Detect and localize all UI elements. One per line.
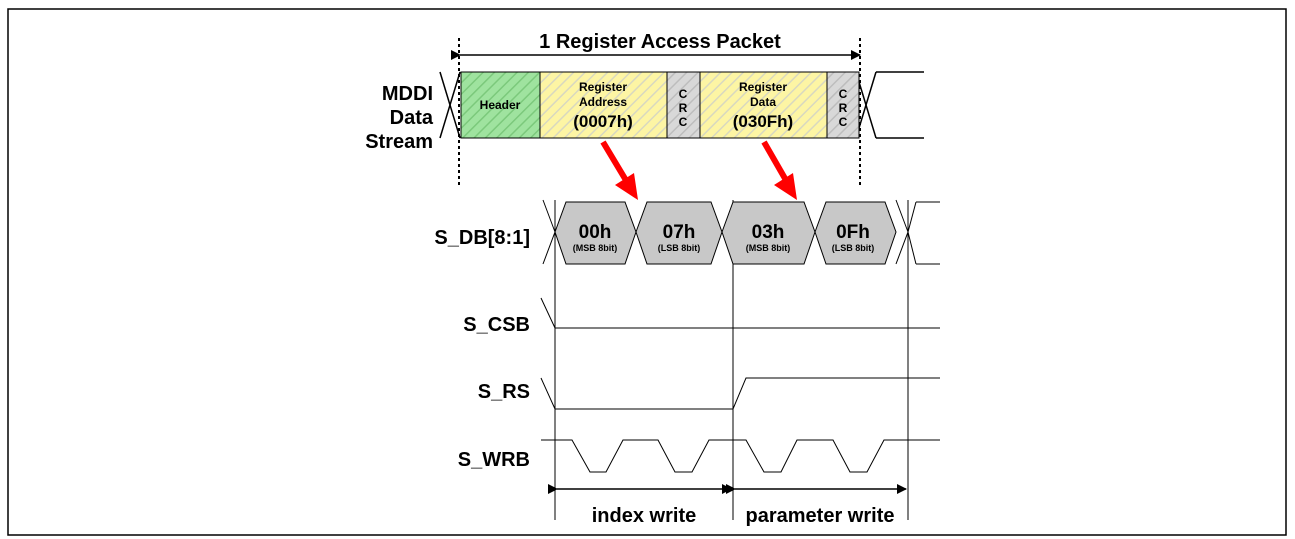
segment-header-label: Header bbox=[480, 98, 521, 112]
byte-07h-value: 07h bbox=[663, 222, 696, 243]
signal-label-rs: S_RS bbox=[478, 381, 530, 403]
wrb-waveform bbox=[541, 439, 940, 473]
segment-crc-2 bbox=[826, 71, 860, 139]
reg-data-line1: Register bbox=[739, 80, 787, 94]
byte-03h: 03h (MSB 8bit) bbox=[721, 201, 816, 265]
reg-address-line1: Register bbox=[579, 80, 627, 94]
db-bus-edges bbox=[542, 199, 940, 265]
byte-0fh-value: 0Fh bbox=[836, 222, 870, 243]
crc1-c: C bbox=[679, 87, 688, 101]
crc2-c2: C bbox=[839, 115, 848, 129]
csb-waveform bbox=[540, 297, 940, 329]
rs-waveform bbox=[540, 377, 940, 410]
stream-label-line1: MDDI bbox=[382, 83, 433, 105]
crc2-r: R bbox=[839, 101, 848, 115]
reg-address-value: (0007h) bbox=[573, 112, 633, 131]
byte-0fh-sub: (LSB 8bit) bbox=[832, 243, 875, 253]
reg-data-line2: Data bbox=[750, 95, 776, 109]
byte-00h: 00h (MSB 8bit) bbox=[554, 201, 637, 265]
signal-label-db: S_DB[8:1] bbox=[434, 227, 530, 249]
signal-label-wrb: S_WRB bbox=[458, 449, 530, 471]
packet-title: 1 Register Access Packet bbox=[539, 31, 781, 53]
byte-0fh: 0Fh (LSB 8bit) bbox=[814, 201, 897, 265]
segment-register-data bbox=[699, 71, 828, 139]
byte-07h-sub: (LSB 8bit) bbox=[658, 243, 701, 253]
reg-data-value: (030Fh) bbox=[733, 112, 793, 131]
crc1-r: R bbox=[679, 101, 688, 115]
byte-03h-sub: (MSB 8bit) bbox=[746, 243, 791, 253]
red-arrow-data bbox=[761, 140, 797, 200]
byte-00h-value: 00h bbox=[579, 222, 612, 243]
phase-index-write: index write bbox=[592, 505, 696, 527]
stream-label-line2: Data bbox=[390, 107, 434, 129]
byte-00h-sub: (MSB 8bit) bbox=[573, 243, 618, 253]
stream-left-transition bbox=[439, 71, 461, 139]
phase-parameter-write: parameter write bbox=[746, 505, 895, 527]
crc2-c: C bbox=[839, 87, 848, 101]
byte-03h-value: 03h bbox=[752, 222, 785, 243]
diagram-frame bbox=[7, 8, 1287, 536]
signal-label-csb: S_CSB bbox=[463, 314, 530, 336]
byte-07h: 07h (LSB 8bit) bbox=[635, 201, 723, 265]
red-arrow-address bbox=[600, 140, 638, 200]
crc1-c2: C bbox=[679, 115, 688, 129]
stream-right-transition bbox=[855, 71, 924, 139]
reg-address-line2: Address bbox=[579, 95, 627, 109]
stream-label-line3: Stream bbox=[365, 131, 433, 153]
segment-crc-1 bbox=[666, 71, 701, 139]
